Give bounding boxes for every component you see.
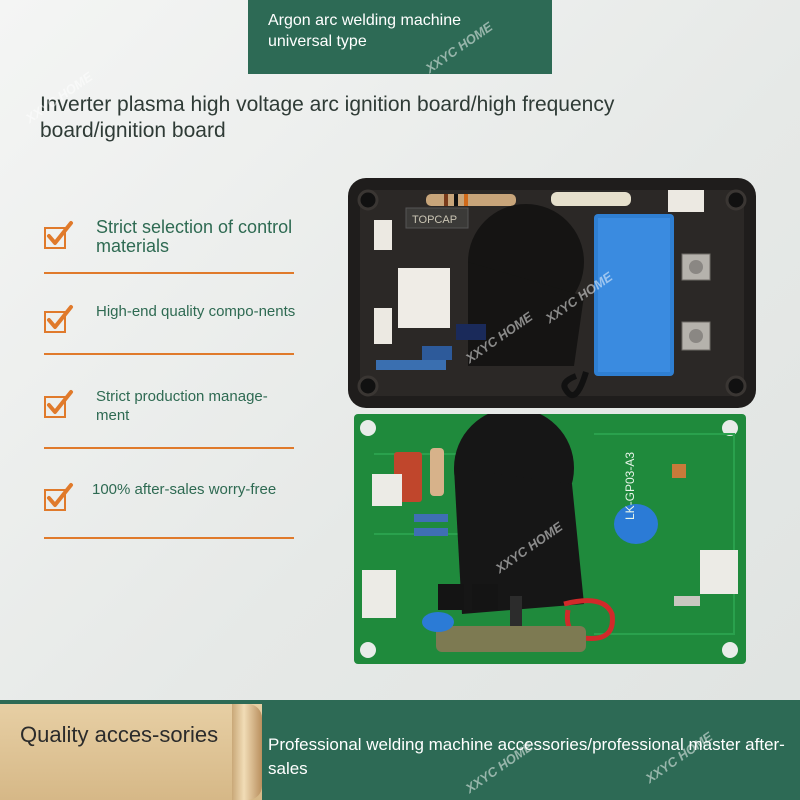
footer-right-text: Professional welding machine accessories… [268, 735, 785, 778]
scroll-banner [0, 704, 262, 800]
feature-divider [44, 537, 294, 539]
feature-divider [44, 353, 294, 355]
feature-label: Strict selection of control materials [96, 217, 293, 256]
product-headline: Inverter plasma high voltage arc ignitio… [40, 93, 615, 142]
feature-label: Strict production manage-ment [96, 388, 268, 424]
feature-divider [44, 272, 294, 274]
feature-label: 100% after-sales worry-free [92, 481, 277, 498]
feature-divider [44, 447, 294, 449]
pcb-code-label: LK-GP03-A3 [623, 452, 637, 520]
banner-line-1: Argon arc welding machine [268, 12, 461, 29]
enclosed-ignition-board-image: TOPCAP [348, 178, 756, 408]
scroll-roll [232, 704, 262, 800]
check-icon [44, 483, 73, 511]
capacitor-label: TOPCAP [412, 214, 457, 226]
check-icon [44, 221, 73, 249]
feature-label: High-end quality compo-nents [96, 303, 296, 320]
top-banner: Argon arc welding machine universal type [248, 0, 552, 74]
footer-left-text: Quality acces-sories [20, 722, 219, 747]
check-icon [44, 305, 73, 333]
check-icon [44, 390, 73, 418]
green-pcb-image: LK-GP03-A3 [354, 414, 746, 664]
banner-line-2: universal type [268, 33, 367, 50]
